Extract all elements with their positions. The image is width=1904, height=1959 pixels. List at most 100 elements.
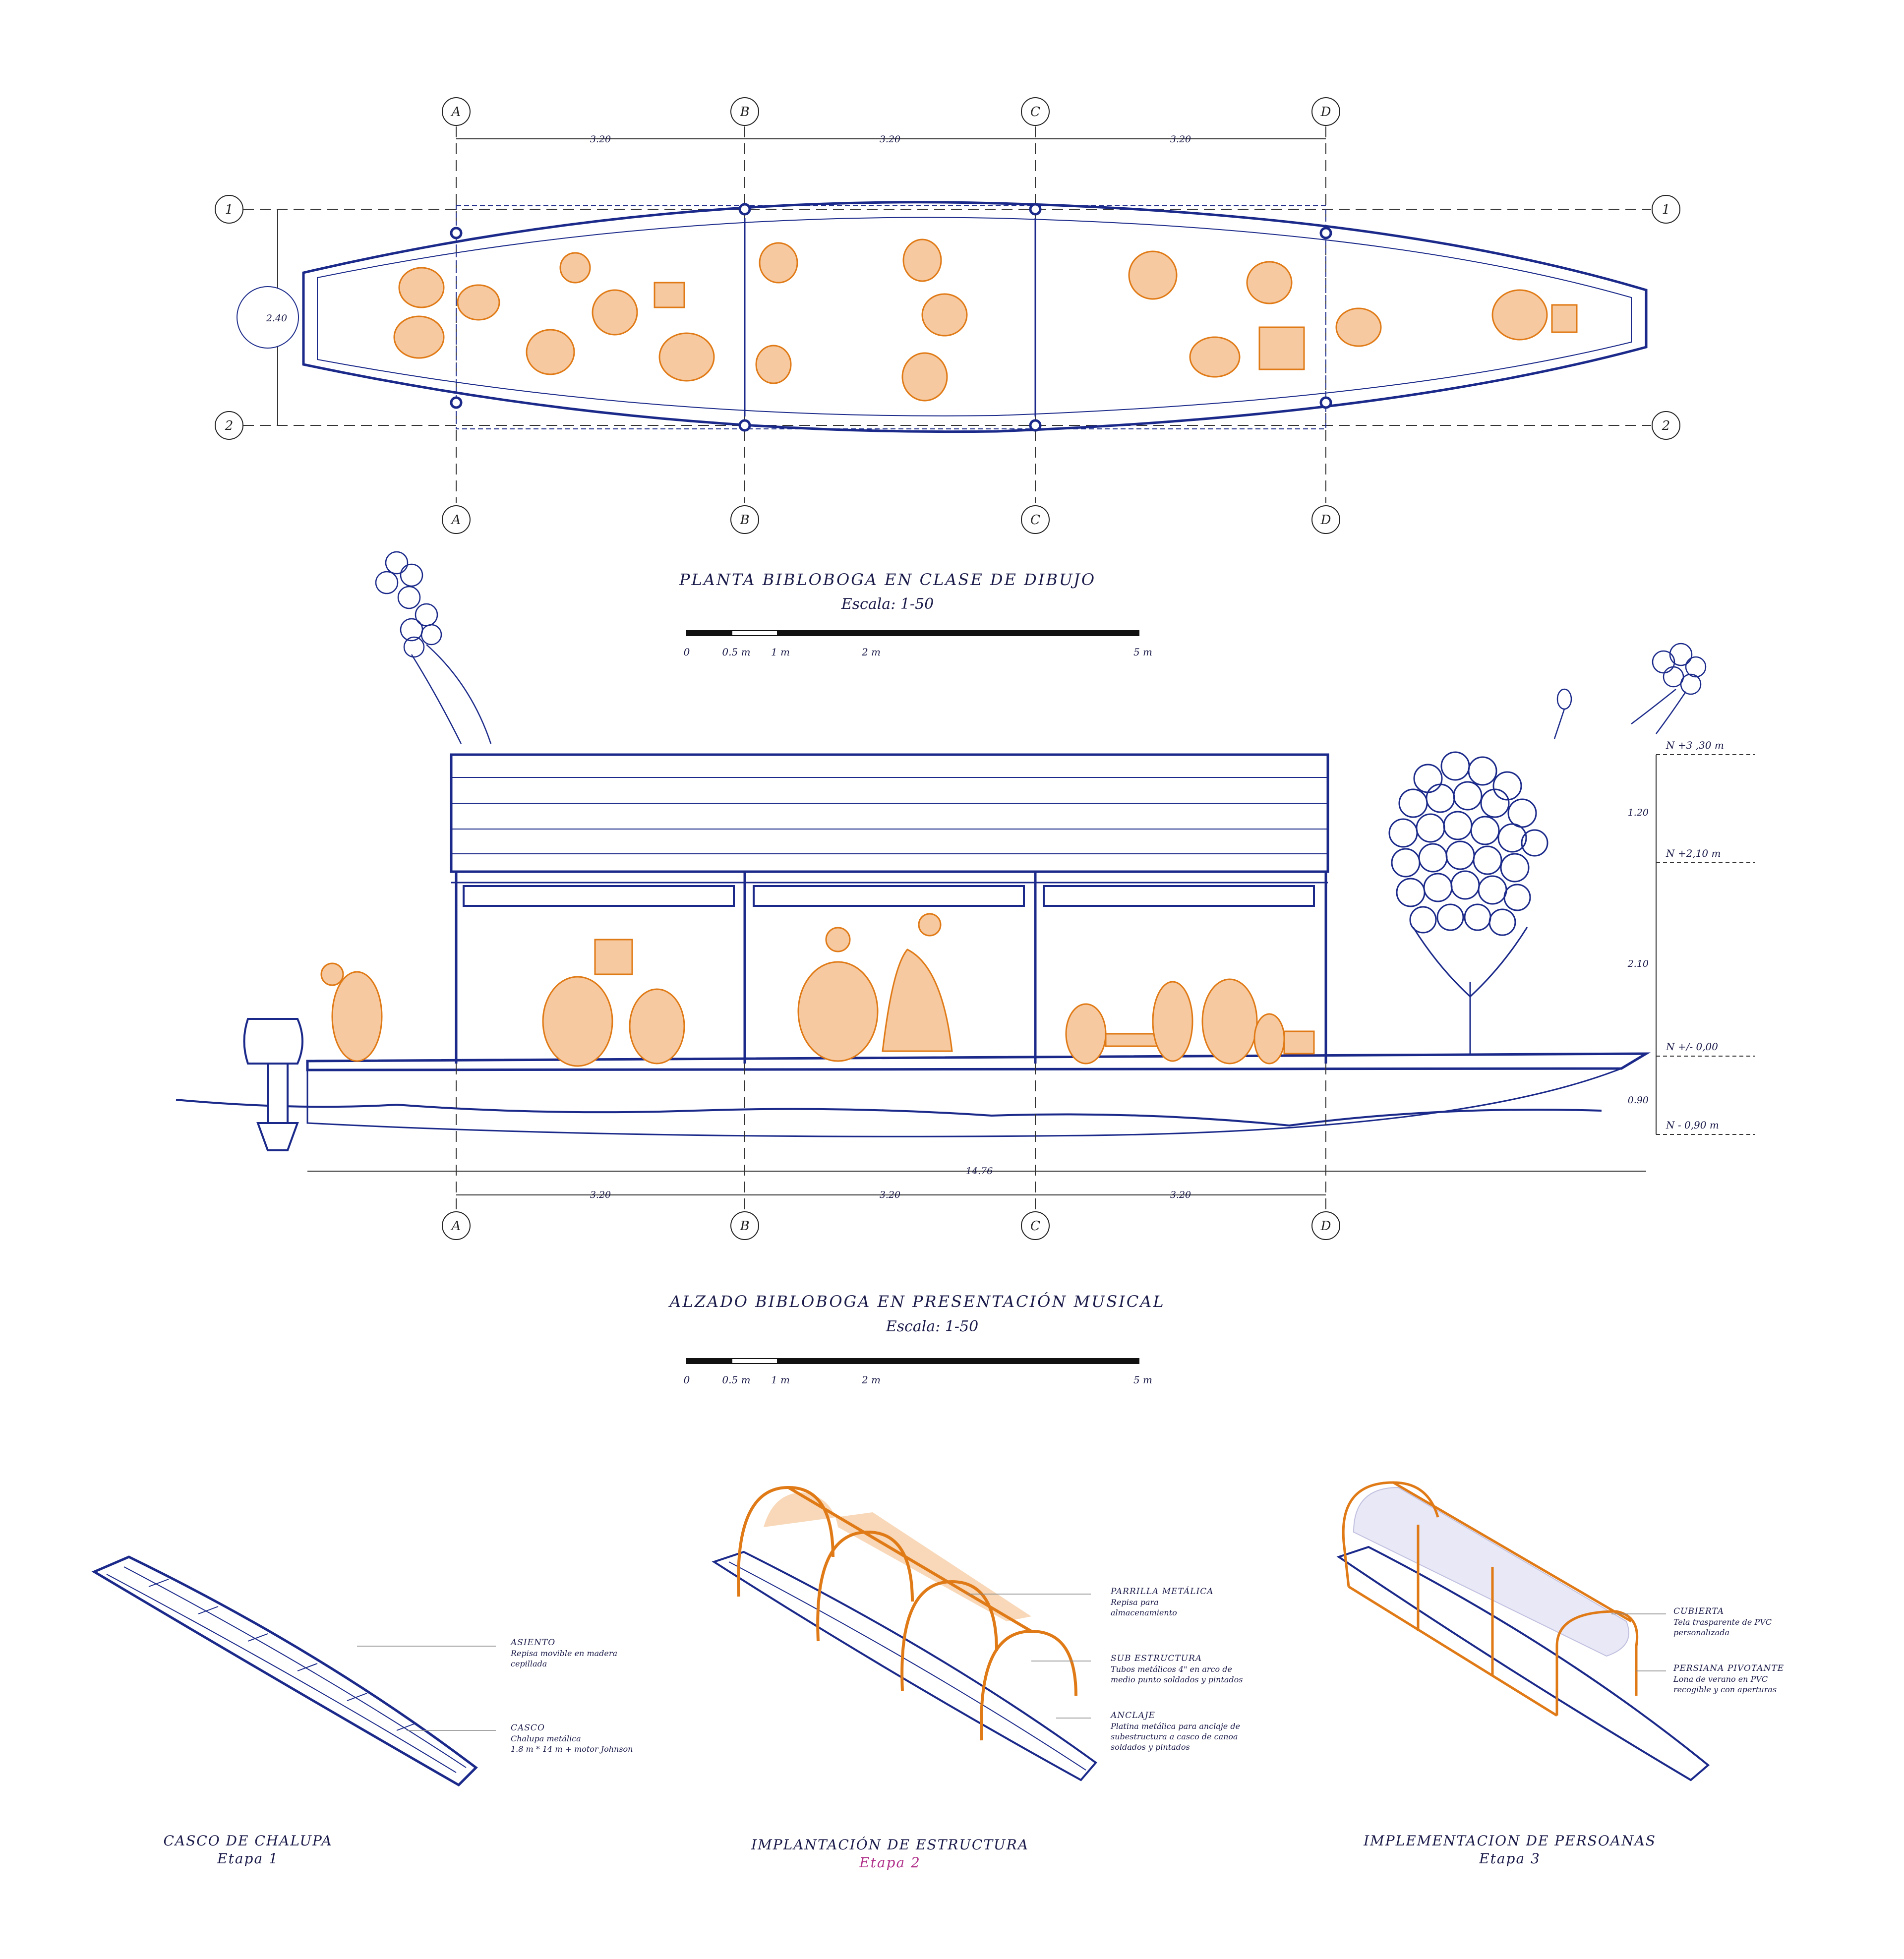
axis-label-bottom: D xyxy=(1320,513,1331,528)
stage-2-note-head: ANCLAJE xyxy=(1110,1711,1155,1721)
stage-3-note-head: CUBIERTA xyxy=(1673,1606,1724,1616)
plan-title: PLANTA BIBLOBOGA EN CLASE DE DIBUJO xyxy=(679,570,1096,589)
stage-2-note-body: Platina metálica para anclaje de xyxy=(1110,1722,1240,1731)
plan-structure-frame xyxy=(456,205,1326,429)
axis-label-top: A xyxy=(451,105,461,119)
elevation-performers xyxy=(320,913,1315,1067)
column-marker xyxy=(738,203,751,216)
stage-1-axonometric: ASIENTO Repisa movible en madera cepilla… xyxy=(91,1555,633,1867)
plan-drawing: 3.20 3.20 3.20 2.40 xyxy=(215,97,1680,658)
column-marker xyxy=(1319,396,1332,409)
scalebar-label: 1 m xyxy=(771,646,790,658)
level-dim: 0.90 xyxy=(1628,1095,1649,1106)
elevation-axis-bubble xyxy=(730,1211,759,1240)
axis-bubble-bottom xyxy=(442,505,471,534)
level-label: N +3 ,30 m xyxy=(1666,739,1724,751)
elevation-scalebar: 0 0.5 m 1 m 2 m 5 m xyxy=(684,1358,1152,1386)
stage-1-etapa: Etapa 1 xyxy=(217,1850,279,1867)
stage-3-etapa: Etapa 3 xyxy=(1479,1850,1541,1867)
scalebar-label: 0.5 m xyxy=(722,646,750,658)
balloons-doodle-right xyxy=(1631,643,1707,734)
axis-label-bottom: C xyxy=(1030,513,1040,528)
elevation-span-ab: 3.20 xyxy=(590,1189,611,1200)
stage-1-hull xyxy=(91,1555,478,1787)
elevation-drawing: N +3 ,30 m N +2,10 m N +/- 0,00 N - 0,90… xyxy=(176,739,1755,1386)
stage-3-cover xyxy=(1353,1486,1629,1657)
stage-1-note-head: ASIENTO xyxy=(510,1638,555,1648)
elevation-axis-label: A xyxy=(451,1219,461,1234)
stage-1-title: CASCO DE CHALUPA xyxy=(163,1833,332,1849)
column-marker xyxy=(1029,203,1042,216)
stage-2-note-body: Repisa para xyxy=(1110,1598,1159,1607)
row-label-left: 1 xyxy=(225,202,234,217)
row-bubble-right xyxy=(1652,195,1680,224)
level-dim: 2.10 xyxy=(1627,958,1649,969)
axis-label-top: B xyxy=(739,105,749,119)
balloon-tree xyxy=(1388,751,1548,1054)
stage-2-note-body: medio punto soldados y pintados xyxy=(1111,1675,1243,1684)
arch xyxy=(737,1485,834,1597)
column-marker xyxy=(1029,419,1042,432)
stage-3-title: IMPLEMENTACION DE PERSOANAS xyxy=(1363,1833,1656,1849)
balloons-doodle-left xyxy=(375,551,492,744)
stage-2-note-body: soldados y pintados xyxy=(1111,1742,1190,1752)
stage-2-note-head: SUB ESTRUCTURA xyxy=(1111,1654,1202,1663)
stage-3-frame xyxy=(1555,1610,1639,1716)
awning xyxy=(1043,885,1315,907)
plan-width-dim-bubble xyxy=(237,286,299,349)
stage-2-hull xyxy=(712,1550,1097,1781)
stage-1-note-body: cepillada xyxy=(511,1659,547,1668)
stage-3-note-body: recogible y con aperturas xyxy=(1673,1685,1777,1694)
stage-1-note-body: Chalupa metálica xyxy=(511,1734,581,1743)
stage-2-etapa: Etapa 2 xyxy=(859,1854,921,1871)
plan-width-dim: 2.40 xyxy=(266,313,287,324)
column-marker xyxy=(450,227,463,239)
elevation-axis-label: D xyxy=(1320,1219,1331,1234)
stage-3-note-body: Lona de verano en PVC xyxy=(1673,1674,1768,1684)
plan-hull xyxy=(302,201,1648,433)
scalebar-label: 2 m xyxy=(861,646,881,658)
axis-bubble-bottom xyxy=(1021,505,1050,534)
awning xyxy=(463,885,735,907)
elevation-axis-bubble xyxy=(1021,1211,1050,1240)
scalebar-label: 0.5 m xyxy=(722,1374,750,1386)
elevation-axis-bubble xyxy=(442,1211,471,1240)
row-bubble-right xyxy=(1652,411,1680,440)
balloon-single xyxy=(1553,688,1572,739)
axis-label-bottom: B xyxy=(739,513,749,528)
elevation-hull xyxy=(306,1068,1622,1137)
arch xyxy=(980,1629,1077,1741)
scalebar-label: 1 m xyxy=(771,1374,790,1386)
level-dim: 1.20 xyxy=(1628,807,1649,818)
elevation-span-bc: 3.20 xyxy=(880,1189,900,1200)
elevation-span-cd: 3.20 xyxy=(1170,1189,1191,1200)
axis-label-top: D xyxy=(1320,105,1331,119)
elevation-roof xyxy=(450,753,1329,873)
axis-bubble-top xyxy=(730,97,759,126)
level-label: N +2,10 m xyxy=(1666,847,1721,859)
axis-bubble-bottom xyxy=(730,505,759,534)
stage-2-note-body: Tubos metálicos 4" en arco de xyxy=(1111,1664,1232,1674)
outboard-motor xyxy=(243,1018,303,1151)
scalebar-label: 5 m xyxy=(1133,646,1152,658)
plan-span-ab: 3.20 xyxy=(590,134,611,145)
column-marker xyxy=(738,419,751,432)
plan-scale: Escala: 1-50 xyxy=(841,595,934,613)
stage-3-note-body: Tela trasparente de PVC xyxy=(1673,1617,1772,1627)
plan-scalebar: 0 0.5 m 1 m 2 m 5 m xyxy=(684,630,1152,658)
row-label-right: 1 xyxy=(1662,202,1670,217)
level-label: N +/- 0,00 xyxy=(1666,1041,1718,1053)
stage-3-hull xyxy=(1336,1545,1710,1781)
elevation-axis-label: B xyxy=(739,1219,749,1234)
axis-bubble-bottom xyxy=(1311,505,1340,534)
plan-span-bc: 3.20 xyxy=(880,134,900,145)
row-label-left: 2 xyxy=(225,418,234,433)
plan-hull-inner xyxy=(317,217,1632,416)
scalebar-label: 2 m xyxy=(861,1374,881,1386)
total-length: 14.76 xyxy=(966,1166,993,1177)
plan-occupants xyxy=(393,238,1578,402)
axis-bubble-top xyxy=(1021,97,1050,126)
level-label: N - 0,90 m xyxy=(1666,1119,1719,1131)
stage-2-note-head: PARRILLA METÁLICA xyxy=(1110,1586,1214,1597)
